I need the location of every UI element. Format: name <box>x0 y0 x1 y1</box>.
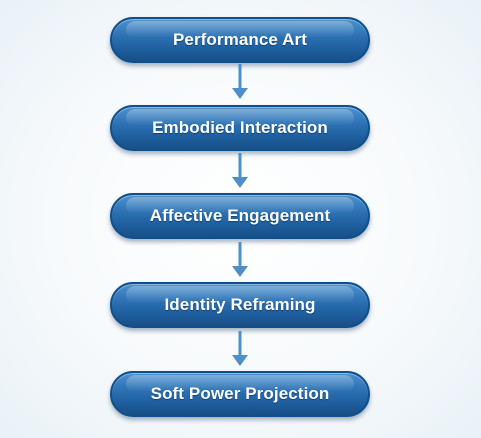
node-performance-art: Performance Art <box>110 17 370 63</box>
node-affective-engagement: Affective Engagement <box>110 193 370 239</box>
node-embodied-interaction: Embodied Interaction <box>110 105 370 151</box>
arrow-2-to-3 <box>232 153 248 188</box>
node-label: Embodied Interaction <box>152 118 328 137</box>
node-soft-power-projection: Soft Power Projection <box>110 371 370 417</box>
node-label: Affective Engagement <box>149 206 331 225</box>
arrow-1-to-2 <box>232 64 248 99</box>
node-label: Identity Reframing <box>164 295 316 314</box>
arrow-4-to-5 <box>232 331 248 366</box>
arrow-3-to-4 <box>232 242 248 277</box>
node-label: Soft Power Projection <box>150 384 330 403</box>
node-identity-reframing: Identity Reframing <box>110 282 370 328</box>
node-label: Performance Art <box>172 30 308 49</box>
